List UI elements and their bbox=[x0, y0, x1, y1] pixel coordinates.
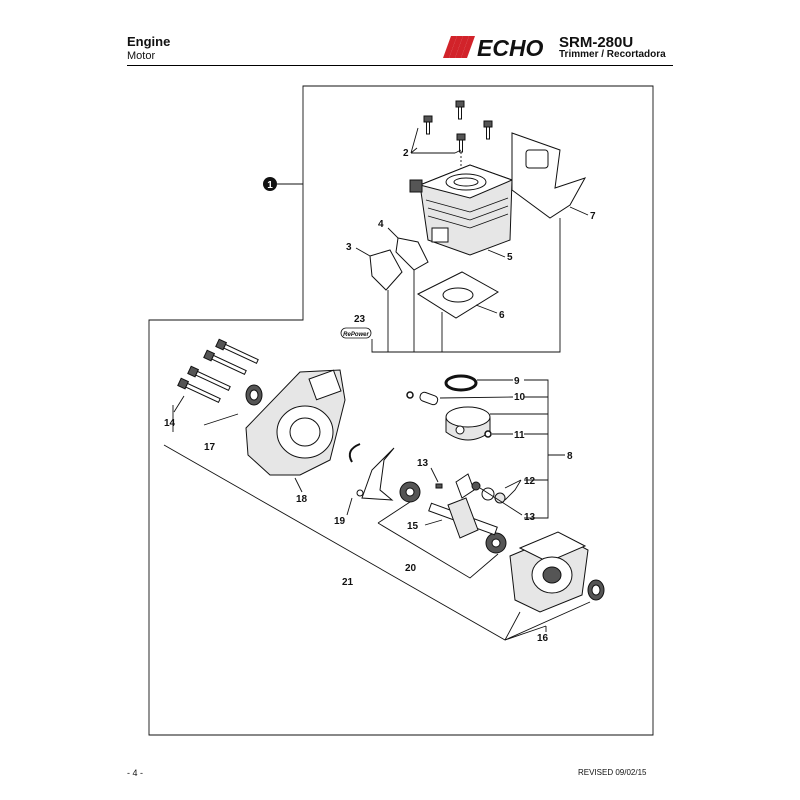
piston bbox=[445, 406, 491, 441]
intake-gasket bbox=[395, 237, 429, 271]
header-rule bbox=[127, 65, 673, 66]
revision-date: REVISED 09/02/15 bbox=[578, 768, 647, 777]
callout-9: 9 bbox=[514, 376, 520, 387]
piston-pin bbox=[419, 391, 439, 406]
logo-stripes bbox=[443, 36, 475, 58]
snap-ring bbox=[348, 443, 361, 463]
crankcase-gasket bbox=[361, 447, 395, 501]
model-subtitle: Trimmer / Recortadora bbox=[559, 49, 666, 60]
washer bbox=[481, 487, 495, 501]
callout-19: 18 bbox=[296, 494, 308, 505]
leader-21 bbox=[377, 501, 499, 579]
section-header: Engine Motor bbox=[127, 34, 170, 63]
oil-seal-right-inner bbox=[591, 584, 601, 596]
callout-22: 16 bbox=[537, 633, 549, 644]
page-number: - 4 - bbox=[127, 768, 144, 778]
circlip-left bbox=[406, 391, 414, 399]
callout-6: 7 bbox=[590, 211, 596, 222]
leader-19 bbox=[294, 477, 303, 493]
dowel-pin bbox=[356, 489, 364, 497]
callout-10: 10 bbox=[514, 392, 526, 403]
callout-21: 20 bbox=[405, 563, 417, 574]
leader-6 bbox=[569, 206, 589, 216]
leader-12 bbox=[504, 479, 522, 501]
brand-block: ECHO SRM-280U Trimmer / Recortadora bbox=[435, 32, 675, 62]
heat-shield bbox=[511, 132, 587, 219]
leader-7 bbox=[475, 304, 498, 314]
leader-5 bbox=[487, 249, 506, 258]
section-subtitle: Motor bbox=[127, 50, 156, 62]
leader-13 bbox=[479, 487, 523, 516]
callout-11: 11 bbox=[514, 430, 525, 441]
repower-badge: RePower bbox=[340, 327, 372, 339]
insulator-gasket bbox=[369, 249, 403, 291]
callout-16: 21 bbox=[342, 577, 354, 588]
leader-14 bbox=[424, 519, 443, 526]
piston-ring bbox=[444, 374, 478, 392]
circlip-right bbox=[484, 430, 492, 438]
crankshaft bbox=[428, 473, 498, 539]
crankcase-right bbox=[509, 531, 589, 613]
callout-5: 5 bbox=[507, 252, 513, 263]
leader-17-18 bbox=[172, 395, 239, 432]
leader-15 bbox=[430, 467, 439, 483]
callout-7: 6 bbox=[499, 310, 505, 321]
base-gasket-hole bbox=[442, 287, 474, 303]
section-title: Engine bbox=[127, 34, 171, 49]
callout-3: 3 bbox=[346, 242, 352, 253]
bearing-right-inner bbox=[491, 538, 501, 548]
callout-13: 13 bbox=[524, 512, 536, 523]
callout-20: 19 bbox=[334, 516, 346, 527]
bearing-left-inner bbox=[405, 487, 415, 497]
leader-2 bbox=[410, 127, 462, 154]
callout-8: 8 bbox=[567, 451, 573, 462]
leader-3 bbox=[355, 247, 371, 257]
small-bearing bbox=[471, 481, 481, 491]
callout-12: 12 bbox=[524, 476, 536, 487]
callout-23: 23 bbox=[354, 314, 366, 325]
echo-logo: ECHO bbox=[443, 35, 544, 60]
leader-4 bbox=[387, 227, 399, 239]
oil-seal-left-inner bbox=[249, 389, 259, 401]
cylinder-bolts bbox=[423, 100, 493, 153]
group-marker-label: 1 bbox=[267, 180, 273, 191]
crankcase-left bbox=[245, 369, 346, 476]
callout-14: 15 bbox=[407, 521, 419, 532]
callout-4: 4 bbox=[378, 219, 384, 230]
model-number: SRM-280U bbox=[559, 34, 634, 51]
crankcase-bolts bbox=[177, 338, 259, 403]
svg-text:RePower: RePower bbox=[343, 332, 369, 338]
crank-key bbox=[435, 483, 443, 489]
leader-bracket-top bbox=[371, 218, 561, 353]
logo-wordmark: ECHO bbox=[477, 35, 544, 60]
leader-10 bbox=[439, 396, 514, 399]
cylinder bbox=[409, 164, 514, 256]
callout-18: 17 bbox=[204, 442, 216, 453]
group-outline bbox=[148, 85, 654, 736]
leader-22 bbox=[504, 625, 547, 641]
callout-2: 2 bbox=[403, 148, 409, 159]
leader-bracket-8 bbox=[490, 379, 565, 519]
leader-20 bbox=[346, 497, 353, 516]
needle-bearing bbox=[494, 492, 506, 504]
group-marker-circle bbox=[263, 177, 277, 191]
callout-15: 13 bbox=[417, 458, 429, 469]
callout-17: 14 bbox=[164, 418, 176, 429]
